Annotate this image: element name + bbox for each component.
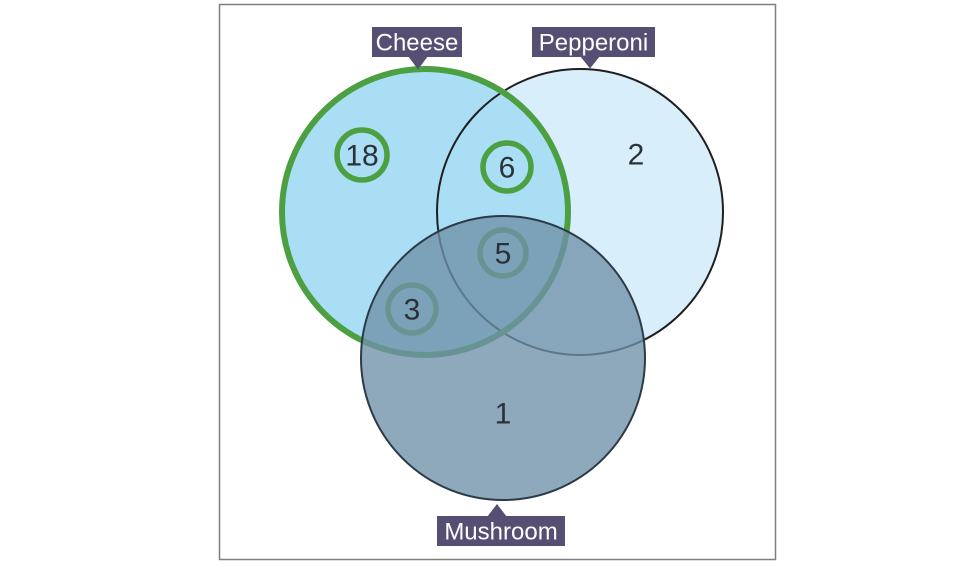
highlight-ring-cheese-and-pepperoni (480, 140, 534, 194)
mushroom-label-pointer (487, 504, 507, 517)
count-cheese-and-mushroom: 3 (404, 294, 421, 327)
pepperoni-label: Pepperoni (532, 27, 655, 69)
count-cheese-and-pepperoni: 6 (499, 152, 516, 185)
mushroom-label: Mushroom (437, 504, 565, 546)
count-cheese-only: 18 (345, 140, 378, 173)
pepperoni-label-text: Pepperoni (539, 29, 648, 56)
cheese-label: Cheese (372, 27, 462, 70)
mushroom-label-text: Mushroom (444, 518, 557, 545)
cheese-label-box (372, 27, 462, 57)
count-all-three: 5 (495, 238, 512, 271)
cheese-label-text: Cheese (376, 29, 459, 56)
mushroom-label-box (437, 516, 565, 546)
pepperoni-label-pointer (580, 56, 600, 69)
count-mushroom-only: 1 (495, 398, 512, 431)
count-pepperoni-only: 2 (628, 139, 645, 172)
mushroom-circle (360, 215, 646, 501)
highlight-ring-cheese-only (334, 127, 390, 183)
cheese-label-pointer (408, 56, 428, 70)
pepperoni-label-box (532, 27, 655, 57)
